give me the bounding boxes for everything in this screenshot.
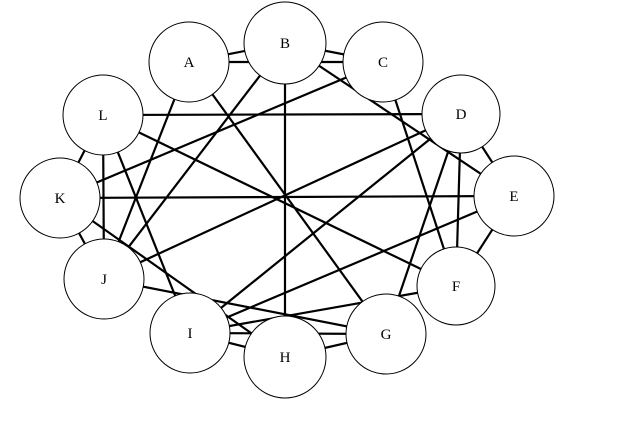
- node-label-I: I: [188, 326, 193, 342]
- node-circle-B: [243, 1, 327, 85]
- node-circle-J: [63, 238, 145, 320]
- node-label-G: G: [381, 327, 392, 343]
- edge-F-I: [189, 284, 457, 335]
- node-circle-C: [342, 21, 424, 103]
- node-circle-G: [345, 293, 427, 375]
- node-G: G: [345, 293, 427, 375]
- node-layer: A B C D E F G H I J K L: [19, 1, 555, 399]
- edge-C-K: [59, 60, 384, 200]
- node-label-E: E: [509, 189, 518, 205]
- node-circle-I: [149, 292, 231, 374]
- edge-D-J: [103, 113, 462, 280]
- node-D: D: [421, 74, 501, 154]
- edge-K-H: [59, 197, 286, 358]
- node-K: K: [19, 157, 101, 239]
- node-F: F: [416, 246, 496, 326]
- edge-J-G: [103, 277, 387, 336]
- node-label-C: C: [378, 55, 388, 71]
- edge-B-J: [103, 42, 286, 280]
- node-circle-H: [243, 315, 327, 399]
- node-circle-K: [19, 157, 101, 239]
- node-label-H: H: [280, 350, 291, 366]
- node-circle-D: [421, 74, 501, 154]
- node-B: B: [243, 1, 327, 85]
- node-I: I: [149, 292, 231, 374]
- node-label-A: A: [184, 55, 195, 71]
- edge-A-G: [188, 61, 387, 335]
- node-circle-E: [473, 155, 555, 237]
- node-J: J: [63, 238, 145, 320]
- node-L: L: [62, 74, 144, 156]
- node-H: H: [243, 315, 327, 399]
- node-label-D: D: [456, 107, 467, 123]
- node-label-J: J: [101, 272, 107, 288]
- node-circle-F: [416, 246, 496, 326]
- node-label-F: F: [452, 279, 460, 295]
- edge-L-F: [102, 114, 457, 287]
- edge-B-E: [284, 42, 515, 197]
- node-A: A: [148, 21, 230, 103]
- node-label-B: B: [280, 36, 290, 52]
- edge-E-I: [189, 194, 515, 335]
- node-label-L: L: [98, 108, 107, 124]
- node-circle-A: [148, 21, 230, 103]
- node-label-K: K: [55, 191, 66, 207]
- node-C: C: [342, 21, 424, 103]
- node-E: E: [473, 155, 555, 237]
- node-circle-L: [62, 74, 144, 156]
- edge-L-D: [102, 112, 462, 117]
